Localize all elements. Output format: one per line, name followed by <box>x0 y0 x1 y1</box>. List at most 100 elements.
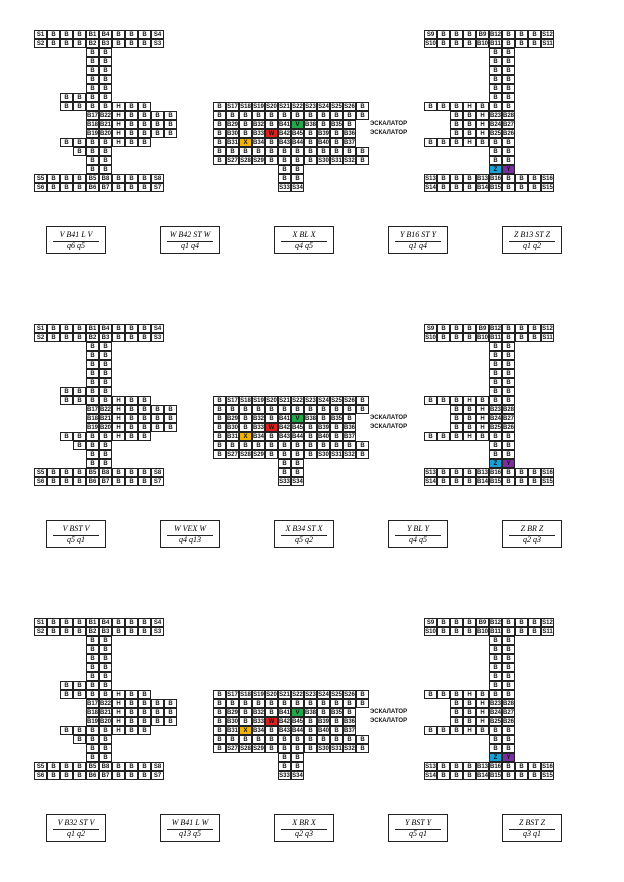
formula-denominator: q13 q5 <box>179 829 201 838</box>
grid-cell: S28 <box>239 156 252 165</box>
grid-cell: B <box>86 690 99 699</box>
grid-cell: B <box>450 717 463 726</box>
grid-cell: B7 <box>99 771 112 780</box>
grid-cell: S33 <box>278 183 291 192</box>
grid-cell: B <box>125 726 138 735</box>
formula-line <box>509 535 555 536</box>
grid-cell: B <box>515 771 528 780</box>
grid-cell: B <box>138 111 151 120</box>
grid-cell: S25 <box>330 396 343 405</box>
grid-cell: B <box>278 744 291 753</box>
marker-y: Y <box>502 165 515 174</box>
grid-cell: S12 <box>541 324 554 333</box>
grid-cell: B <box>213 441 226 450</box>
grid-cell: B <box>476 690 489 699</box>
grid-cell: B21 <box>99 708 112 717</box>
grid-cell: B42 <box>278 423 291 432</box>
grid-cell: B <box>356 111 369 120</box>
grid-cell: B21 <box>99 120 112 129</box>
grid-cell: B43 <box>278 138 291 147</box>
grid-cell: B42 <box>278 129 291 138</box>
grid-cell: B <box>489 387 502 396</box>
grid-cell: B <box>47 39 60 48</box>
grid-cell: S3 <box>151 333 164 342</box>
grid-cell: B <box>239 423 252 432</box>
grid-cell: B <box>463 708 476 717</box>
grid-cell: B <box>265 726 278 735</box>
grid-cell: B <box>515 477 528 486</box>
grid-cell: B <box>515 627 528 636</box>
grid-cell: B <box>528 39 541 48</box>
grid-cell: S10 <box>424 39 437 48</box>
grid-cell: B43 <box>278 726 291 735</box>
grid-cell: B <box>86 744 99 753</box>
grid-cell: B <box>502 468 515 477</box>
grid-cell: B <box>86 165 99 174</box>
formula-line <box>395 829 441 830</box>
grid-cell: B <box>291 459 304 468</box>
grid-cell: B <box>164 129 177 138</box>
grid-cell: B <box>450 30 463 39</box>
grid-cell: B <box>343 120 356 129</box>
grid-cell: S1 <box>34 324 47 333</box>
grid-cell: S23 <box>304 102 317 111</box>
grid-cell: B <box>450 414 463 423</box>
grid-cell: B <box>515 39 528 48</box>
grid-cell: B <box>502 84 515 93</box>
grid-cell: B <box>138 138 151 147</box>
formula-line <box>53 535 99 536</box>
grid-cell: H <box>476 699 489 708</box>
grid-cell: B <box>252 111 265 120</box>
grid-cell: B13 <box>476 468 489 477</box>
grid-cell: S20 <box>265 396 278 405</box>
grid-cell: B <box>164 423 177 432</box>
grid-cell: S1 <box>34 30 47 39</box>
formula-numerator: W VEX W <box>174 524 206 533</box>
formula-numerator: V BST V <box>62 524 90 533</box>
grid-cell: B <box>138 129 151 138</box>
grid-cell: S12 <box>541 618 554 627</box>
grid-cell: B <box>278 468 291 477</box>
grid-cell: B <box>502 672 515 681</box>
grid-cell: B <box>86 102 99 111</box>
grid-cell: S31 <box>330 450 343 459</box>
grid-cell: B4 <box>99 618 112 627</box>
grid-cell: B2 <box>86 39 99 48</box>
grid-cell: S22 <box>291 396 304 405</box>
grid-cell: B <box>125 432 138 441</box>
grid-cell: B <box>489 432 502 441</box>
grid-cell: B <box>239 441 252 450</box>
grid-cell: B <box>151 699 164 708</box>
grid-cell: B41 <box>278 120 291 129</box>
grid-cell: B <box>125 690 138 699</box>
grid-cell: B <box>164 111 177 120</box>
grid-cell: B2 <box>86 627 99 636</box>
escalator-label: ЭСКАЛАТОР <box>370 121 408 127</box>
grid-cell: B10 <box>476 333 489 342</box>
grid-cell: S20 <box>265 690 278 699</box>
grid-cell: B <box>60 690 73 699</box>
grid-cell: B <box>112 333 125 342</box>
grid-cell: B <box>86 342 99 351</box>
grid-cell: B <box>291 753 304 762</box>
grid-cell: B15 <box>489 183 502 192</box>
grid-cell: B <box>317 414 330 423</box>
grid-cell: H <box>112 129 125 138</box>
grid-cell: B19 <box>86 423 99 432</box>
grid-cell: B35 <box>330 120 343 129</box>
grid-cell: B <box>424 102 437 111</box>
grid-cell: B <box>86 753 99 762</box>
grid-cell: S29 <box>252 450 265 459</box>
grid-cell: B <box>164 717 177 726</box>
grid-cell: B <box>343 441 356 450</box>
grid-cell: B12 <box>489 30 502 39</box>
grid-cell: B <box>330 726 343 735</box>
grid-cell: B <box>60 771 73 780</box>
grid-cell: B10 <box>476 627 489 636</box>
grid-cell: B <box>138 102 151 111</box>
grid-cell: S14 <box>424 183 437 192</box>
grid-cell: B <box>450 618 463 627</box>
grid-cell: B <box>213 432 226 441</box>
